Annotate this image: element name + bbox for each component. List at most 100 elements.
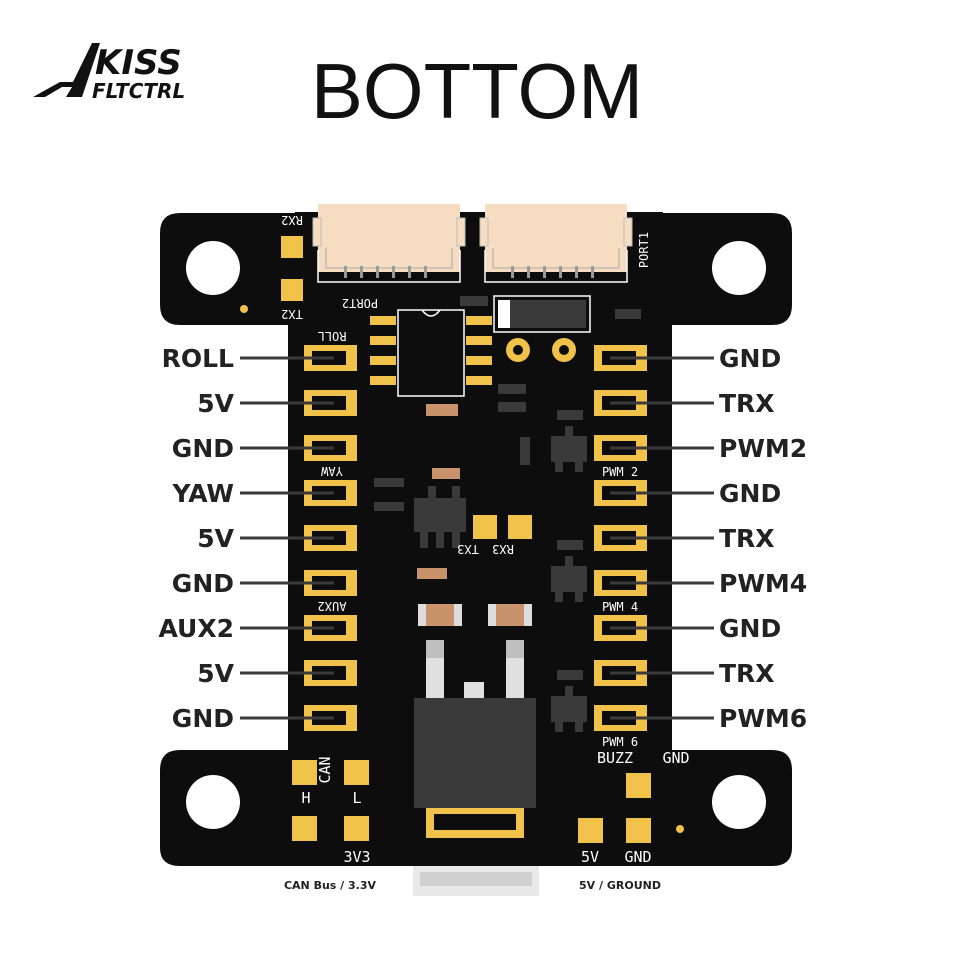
port2-connector bbox=[312, 204, 466, 278]
mount-hole-top-right bbox=[712, 241, 766, 295]
smd-resistor bbox=[460, 296, 488, 306]
right-pin-row: TRX bbox=[594, 659, 775, 688]
right-pin-row: TRX bbox=[594, 524, 775, 553]
silk-port1: PORT1 bbox=[637, 232, 651, 268]
rx3-pad bbox=[473, 515, 497, 539]
right-pin-row: GND bbox=[594, 479, 781, 508]
port1-connector bbox=[479, 204, 633, 278]
silk-can: CAN bbox=[316, 756, 334, 783]
pin-label-left: 5V bbox=[197, 659, 234, 688]
buzz-gnd-pad bbox=[626, 773, 651, 798]
pin-label-left: 5V bbox=[197, 524, 234, 553]
mount-hole-bottom-right bbox=[712, 775, 766, 829]
silk-buzz-gnd: GND bbox=[662, 749, 689, 767]
smd-capacitor-large bbox=[418, 604, 462, 626]
silk-3v3: 3V3 bbox=[343, 848, 370, 866]
mount-hole-bottom-left bbox=[186, 775, 240, 829]
right-pin-row: TRX bbox=[594, 389, 775, 418]
silk-tx3: TX3 bbox=[457, 542, 479, 556]
port1-silk-outline bbox=[484, 250, 628, 283]
silk-5v: 5V bbox=[581, 848, 599, 866]
logo-text-fltctrl: FLTCTRL bbox=[92, 79, 185, 103]
silk-rx3: RX3 bbox=[492, 542, 514, 556]
pin-label-left: GND bbox=[172, 569, 234, 598]
left-pin-row: 5V bbox=[197, 389, 357, 418]
mount-hole-top-left bbox=[186, 241, 240, 295]
smd-capacitor-large bbox=[488, 604, 532, 626]
smd-resistor bbox=[498, 402, 526, 412]
right-pin-row: GND bbox=[594, 614, 781, 643]
sot223-regulator bbox=[374, 468, 466, 548]
dpak-regulator bbox=[414, 640, 536, 838]
tx2-pad bbox=[281, 279, 303, 301]
fiducial-dot bbox=[676, 825, 684, 833]
sot23-transistor bbox=[551, 670, 587, 732]
pin-silk-right: PWM 2 bbox=[602, 465, 638, 479]
logo-text-kiss: KISS bbox=[95, 43, 182, 83]
silk-gnd: GND bbox=[624, 848, 651, 866]
port2-silk-outline bbox=[317, 250, 461, 283]
page-title: BOTTOM bbox=[311, 47, 643, 135]
can-l-pad bbox=[344, 760, 369, 785]
smd-resistor bbox=[615, 309, 641, 319]
pin-label-right: TRX bbox=[719, 659, 775, 688]
3v3-pad-2 bbox=[344, 816, 369, 841]
pin-label-left: AUX2 bbox=[158, 614, 234, 643]
silk-can-h: H bbox=[301, 789, 310, 807]
pin-label-right: PWM4 bbox=[719, 569, 807, 598]
diode bbox=[493, 295, 591, 333]
pin-label-right: PWM2 bbox=[719, 434, 807, 463]
left-pin-row: GND bbox=[172, 704, 357, 733]
3v3-pad-1 bbox=[292, 816, 317, 841]
pin-label-left: GND bbox=[172, 704, 234, 733]
pin-silk-left: YAW bbox=[320, 464, 342, 478]
silk-buzz: BUZZ bbox=[597, 749, 633, 767]
silk-rx2: RX2 bbox=[281, 213, 303, 227]
gnd-pad bbox=[626, 818, 651, 843]
pin-label-right: TRX bbox=[719, 524, 775, 553]
pin-label-right: PWM6 bbox=[719, 704, 807, 733]
pin-label-left: GND bbox=[172, 434, 234, 463]
can-h-pad bbox=[292, 760, 317, 785]
kiss-logo: KISS FLTCTRL bbox=[33, 43, 185, 103]
pin-label-right: GND bbox=[719, 344, 781, 373]
sot23-transistor bbox=[551, 540, 587, 602]
left-pin-row: GND bbox=[172, 434, 357, 463]
pin-silk-left: ROLL bbox=[318, 329, 347, 343]
pin-label-left: 5V bbox=[197, 389, 234, 418]
pin-silk-right: PWM 4 bbox=[602, 600, 638, 614]
silk-port2: PORT2 bbox=[342, 296, 378, 310]
logo-mark-icon bbox=[33, 43, 100, 97]
smd-resistor bbox=[520, 437, 530, 465]
pin-label-right: GND bbox=[719, 479, 781, 508]
pin-label-left: ROLL bbox=[162, 344, 234, 373]
caption-can-bus: CAN Bus / 3.3V bbox=[284, 879, 377, 892]
rx2-pad bbox=[281, 236, 303, 258]
left-pin-row: GND bbox=[172, 569, 357, 598]
left-pin-row: 5V bbox=[197, 659, 357, 688]
left-pin-row: 5V bbox=[197, 524, 357, 553]
right-pin-row: GND bbox=[594, 344, 781, 373]
smd-capacitor bbox=[426, 404, 458, 416]
pin-label-right: TRX bbox=[719, 389, 775, 418]
smd-resistor bbox=[498, 384, 526, 394]
silk-can-l: L bbox=[352, 789, 361, 807]
tx3-pad bbox=[508, 515, 532, 539]
5v-pad bbox=[578, 818, 603, 843]
smd-capacitor bbox=[417, 568, 447, 579]
pin-label-left: YAW bbox=[171, 479, 234, 508]
pin-label-right: GND bbox=[719, 614, 781, 643]
silk-tx2: TX2 bbox=[281, 307, 303, 321]
left-pin-row: YAW YAW bbox=[171, 464, 357, 508]
left-pin-row: ROLL ROLL bbox=[162, 329, 357, 373]
pin-silk-right: PWM 6 bbox=[602, 735, 638, 749]
soic-chip bbox=[370, 309, 492, 397]
sot23-transistor bbox=[551, 410, 587, 472]
